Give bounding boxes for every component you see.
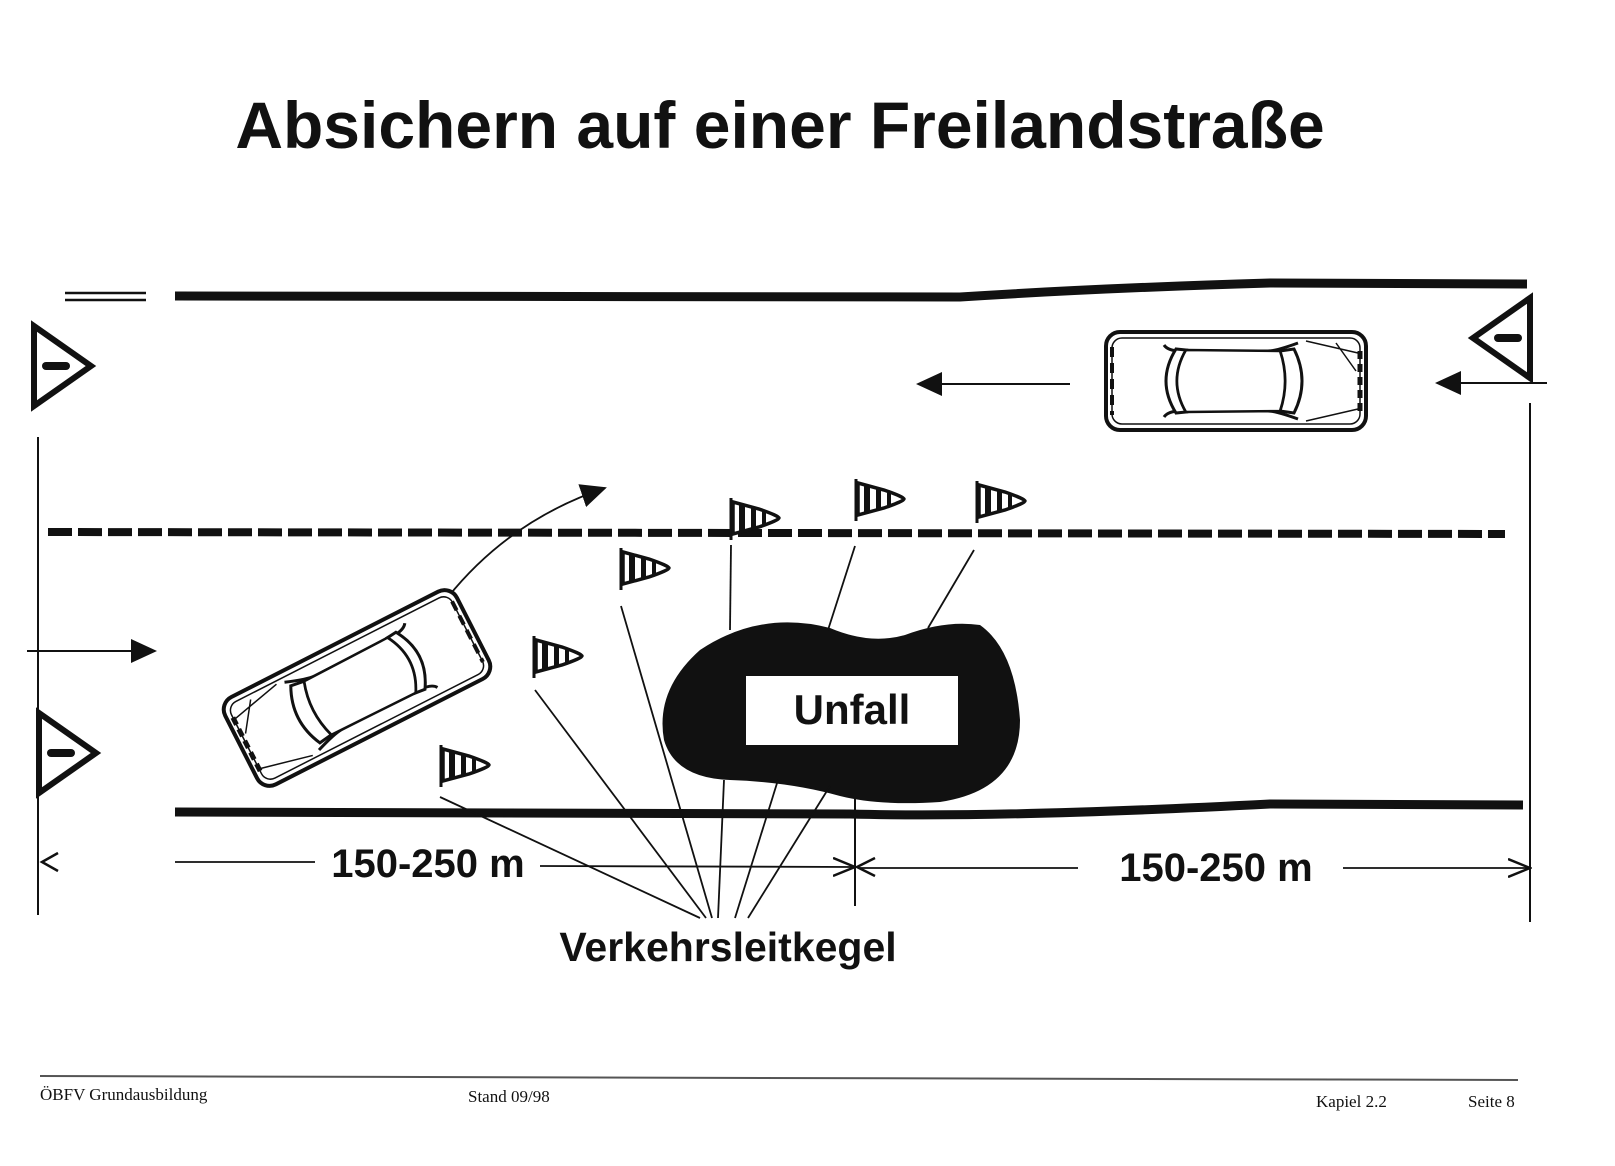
road-edges <box>65 278 1528 820</box>
warning-triangle-icon <box>1473 298 1530 378</box>
traffic-cone-icon <box>854 477 906 523</box>
page-title: Absichern auf einer Freilandstraße <box>235 88 1324 162</box>
distance-label-right: 150-250 m <box>1119 846 1312 890</box>
warning-triangle-icon <box>39 713 96 793</box>
distance-label-left: 150-250 m <box>331 842 524 886</box>
footer-page: Seite 8 <box>1468 1092 1515 1111</box>
traffic-cone-icon <box>439 743 491 789</box>
traffic-cone-icon <box>619 546 671 592</box>
dimension-lines <box>39 851 1530 876</box>
footer-chapter: Kapiel 2.2 <box>1316 1092 1387 1111</box>
car-oncoming-icon <box>1106 332 1366 430</box>
center-line <box>47 528 1506 538</box>
footer-version: Stand 09/98 <box>468 1087 550 1106</box>
traffic-cone-icon <box>975 479 1027 525</box>
accident-label: Unfall <box>794 686 911 733</box>
cones-label: Verkehrsleitkegel <box>559 924 896 970</box>
footer-divider <box>39 1075 1519 1081</box>
evasion-arrow-icon <box>447 484 607 598</box>
traffic-cone-icon <box>532 634 584 680</box>
footer-org: ÖBFV Grundausbildung <box>40 1085 208 1104</box>
guide-lines <box>37 403 1531 922</box>
warning-triangle-icon <box>34 326 91 406</box>
